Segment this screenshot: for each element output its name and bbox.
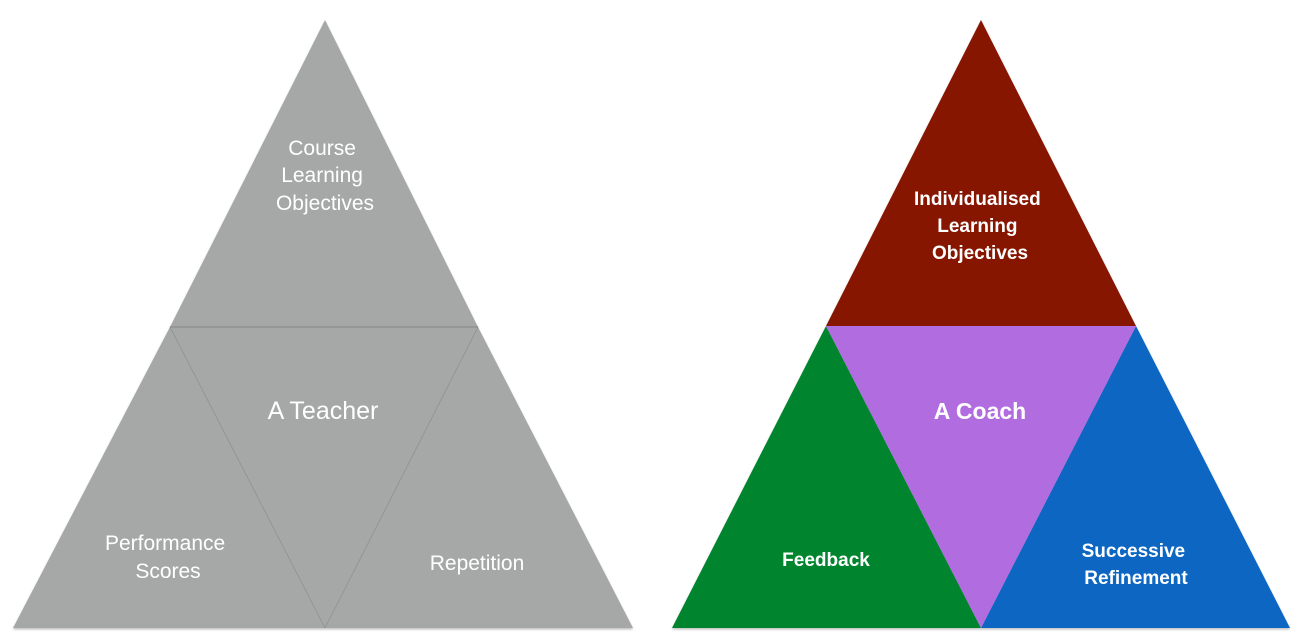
teacher-top-segment [170,20,478,327]
teacher-left-label-line: Performance [105,532,225,555]
coach-top-segment [826,20,1136,326]
teacher-left-segment [13,327,325,628]
teacher-right-label: Repetition [430,552,525,575]
teacher-center-label-line: A Teacher [268,397,379,425]
coach-center-segment [826,326,1136,628]
teacher-top-label-line: Objectives [276,192,374,215]
teacher-center-segment [170,327,478,628]
teacher-left-label: Performance Scores [105,532,231,583]
teacher-triangle [13,20,633,629]
coach-top-label-line: Individualised [914,189,1041,210]
coach-left-label-line: Feedback [782,550,870,571]
teacher-top-label-line: Course [288,137,356,160]
coach-right-label-line: Refinement [1084,568,1188,589]
coach-center-label: A Coach [934,398,1026,424]
coach-triangle [672,20,1290,628]
coach-right-segment [981,326,1290,628]
coach-left-segment [672,326,981,628]
coach-left-label: Feedback [782,550,870,571]
coach-right-label: Successive Refinement [1082,541,1191,589]
teacher-top-label-line: Learning [281,164,363,187]
coach-top-label-line: Objectives [932,243,1028,264]
teacher-left-label-line: Scores [135,560,200,583]
teacher-divider-left [169,326,326,629]
teacher-right-segment [325,327,633,628]
coach-center-label-line: A Coach [934,398,1026,424]
coach-top-label-line: Learning [937,216,1017,237]
teacher-right-label-line: Repetition [430,552,525,575]
coach-right-label-line: Successive [1082,541,1186,562]
coach-top-label: Individualised Learning Objectives [914,189,1046,264]
teacher-center-label: A Teacher [268,397,379,425]
teacher-divider-right [324,326,479,629]
teacher-top-label: Course Learning Objectives [276,137,374,215]
